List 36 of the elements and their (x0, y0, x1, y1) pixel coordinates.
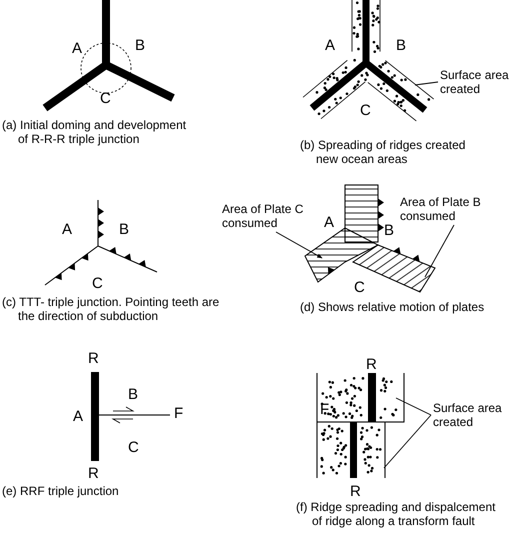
figure-caption: (a) Initial doming and development of R-R-R triple junction (2, 118, 188, 146)
leader-line (384, 414, 432, 468)
plate-label: B (396, 38, 406, 54)
leader-line (276, 232, 322, 258)
annotation-text: Area of Plate C consumed (222, 202, 310, 230)
annotation-text: Surface area created (440, 68, 516, 96)
plate-label: R (366, 357, 377, 373)
plate-label: B (128, 387, 138, 403)
leader-line (424, 224, 454, 278)
plate-label: F (174, 406, 184, 422)
hatched-band (352, 244, 436, 293)
plate-label: B (119, 222, 130, 238)
figure-caption: (f) Ridge spreading and dispalcement of ridge along a transform fault (296, 500, 496, 528)
plate-label: R (88, 466, 99, 482)
leader-line (414, 82, 438, 86)
plate-label: R (350, 484, 361, 500)
annotation-text: Area of Plate B consumed (400, 195, 488, 223)
plate-label: C (100, 91, 111, 107)
plate-label: B (135, 38, 146, 54)
plate-label: C (360, 103, 371, 119)
plate-label: C (354, 280, 365, 296)
plate-label: R (88, 351, 99, 367)
plate-label: C (128, 440, 139, 456)
figure-caption: (b) Spreading of ridges created new ocean areas (300, 138, 466, 166)
plate-label: A (324, 215, 334, 231)
plate-label: A (62, 222, 72, 238)
figure-caption: (c) TTT- triple junction. Pointing teeth are the direction of subduction (2, 295, 220, 323)
plate-label: A (73, 409, 84, 425)
plate-label: A (325, 38, 336, 54)
figure-caption: (d) Shows relative motion of plates (300, 300, 486, 314)
plate-label: C (92, 276, 103, 292)
plate-label: A (72, 41, 82, 57)
leader-line (396, 398, 432, 416)
annotation-text: Surface area created (433, 401, 509, 429)
plate-label: B (384, 223, 394, 239)
figure-caption: (e) RRF triple junction (2, 484, 120, 498)
